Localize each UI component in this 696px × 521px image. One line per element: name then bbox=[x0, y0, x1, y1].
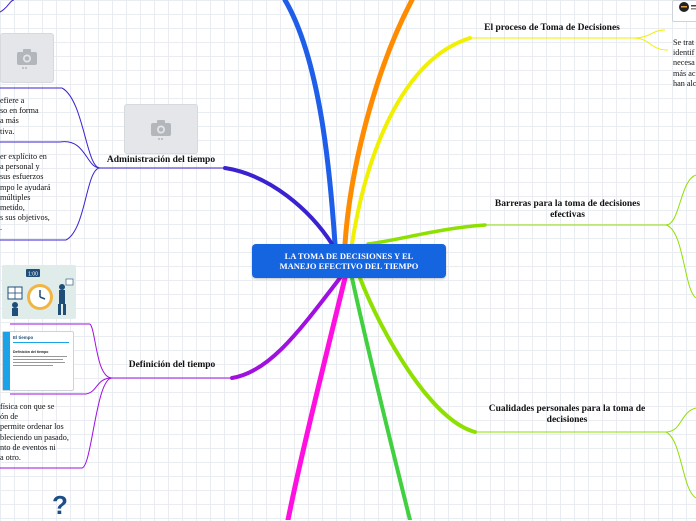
topic-definicion-label: Definición del tiempo bbox=[129, 360, 216, 370]
topic-proceso[interactable]: El proceso de Toma de Decisiones bbox=[472, 23, 632, 34]
branch-bottom-green bbox=[352, 278, 410, 520]
document-thumbnail-icon bbox=[673, 1, 696, 21]
card-divider bbox=[13, 342, 69, 343]
topic-barreras-line2: efectivas bbox=[480, 210, 655, 221]
branch-top-orange bbox=[345, 0, 412, 244]
topic-definicion[interactable]: Definición del tiempo bbox=[114, 360, 230, 371]
question-icon: ? bbox=[52, 490, 68, 521]
topic-administracion[interactable]: Administración del tiempo bbox=[100, 155, 222, 166]
card-accent-bar bbox=[3, 332, 10, 390]
branch-top-blue bbox=[285, 0, 335, 244]
branch-admin-navy bbox=[225, 168, 332, 244]
definicion-note: física con que se ón de permite ordenar … bbox=[0, 402, 69, 463]
central-node[interactable]: LA TOMA DE DECISIONES Y EL MANEJO EFECTI… bbox=[252, 244, 446, 278]
card-title: El tiempo bbox=[13, 335, 33, 340]
topic-barreras-line1: Barreras para la toma de decisiones bbox=[480, 199, 655, 210]
branch-barreras-lime bbox=[368, 225, 485, 244]
topic-cualidades[interactable]: Cualidades personales para la toma de de… bbox=[478, 404, 656, 426]
branch-bottom-magenta bbox=[288, 278, 345, 520]
topic-administracion-label: Administración del tiempo bbox=[107, 155, 215, 165]
time-illustration: 1:00 bbox=[2, 265, 76, 319]
image-placeholder-admin bbox=[124, 104, 198, 154]
topic-proceso-label: El proceso de Toma de Decisiones bbox=[484, 23, 620, 33]
admin-note-top: efiere a so en forma a más tiva. bbox=[0, 96, 39, 137]
image-placeholder-admin-left bbox=[0, 33, 54, 83]
proceso-note: Se trat identif necesa más ac han alc bbox=[673, 38, 696, 89]
topic-cualidades-line1: Cualidades personales para la toma de bbox=[478, 404, 656, 415]
central-title-line2: MANEJO EFECTIVO DEL TIEMPO bbox=[252, 261, 446, 271]
branch-proceso-yellow bbox=[352, 38, 470, 244]
clock-illustration-icon: 1:00 bbox=[2, 265, 76, 319]
camera-icon bbox=[15, 47, 39, 69]
camera-icon bbox=[149, 118, 173, 140]
definicion-card: El tiempo Definición del tiempo bbox=[2, 331, 74, 391]
topic-cualidades-line2: decisiones bbox=[478, 415, 656, 426]
illustration-badge: 1:00 bbox=[28, 272, 38, 278]
branch-cualidades-lime bbox=[360, 278, 475, 432]
card-subtitle: Definición del tiempo bbox=[13, 350, 48, 354]
central-title-line1: LA TOMA DE DECISIONES Y EL bbox=[252, 251, 446, 261]
topic-barreras[interactable]: Barreras para la toma de decisiones efec… bbox=[480, 199, 655, 221]
admin-note-bottom: er explícito en a personal y sus esfuerz… bbox=[0, 152, 50, 234]
proceso-image-card bbox=[672, 0, 696, 22]
